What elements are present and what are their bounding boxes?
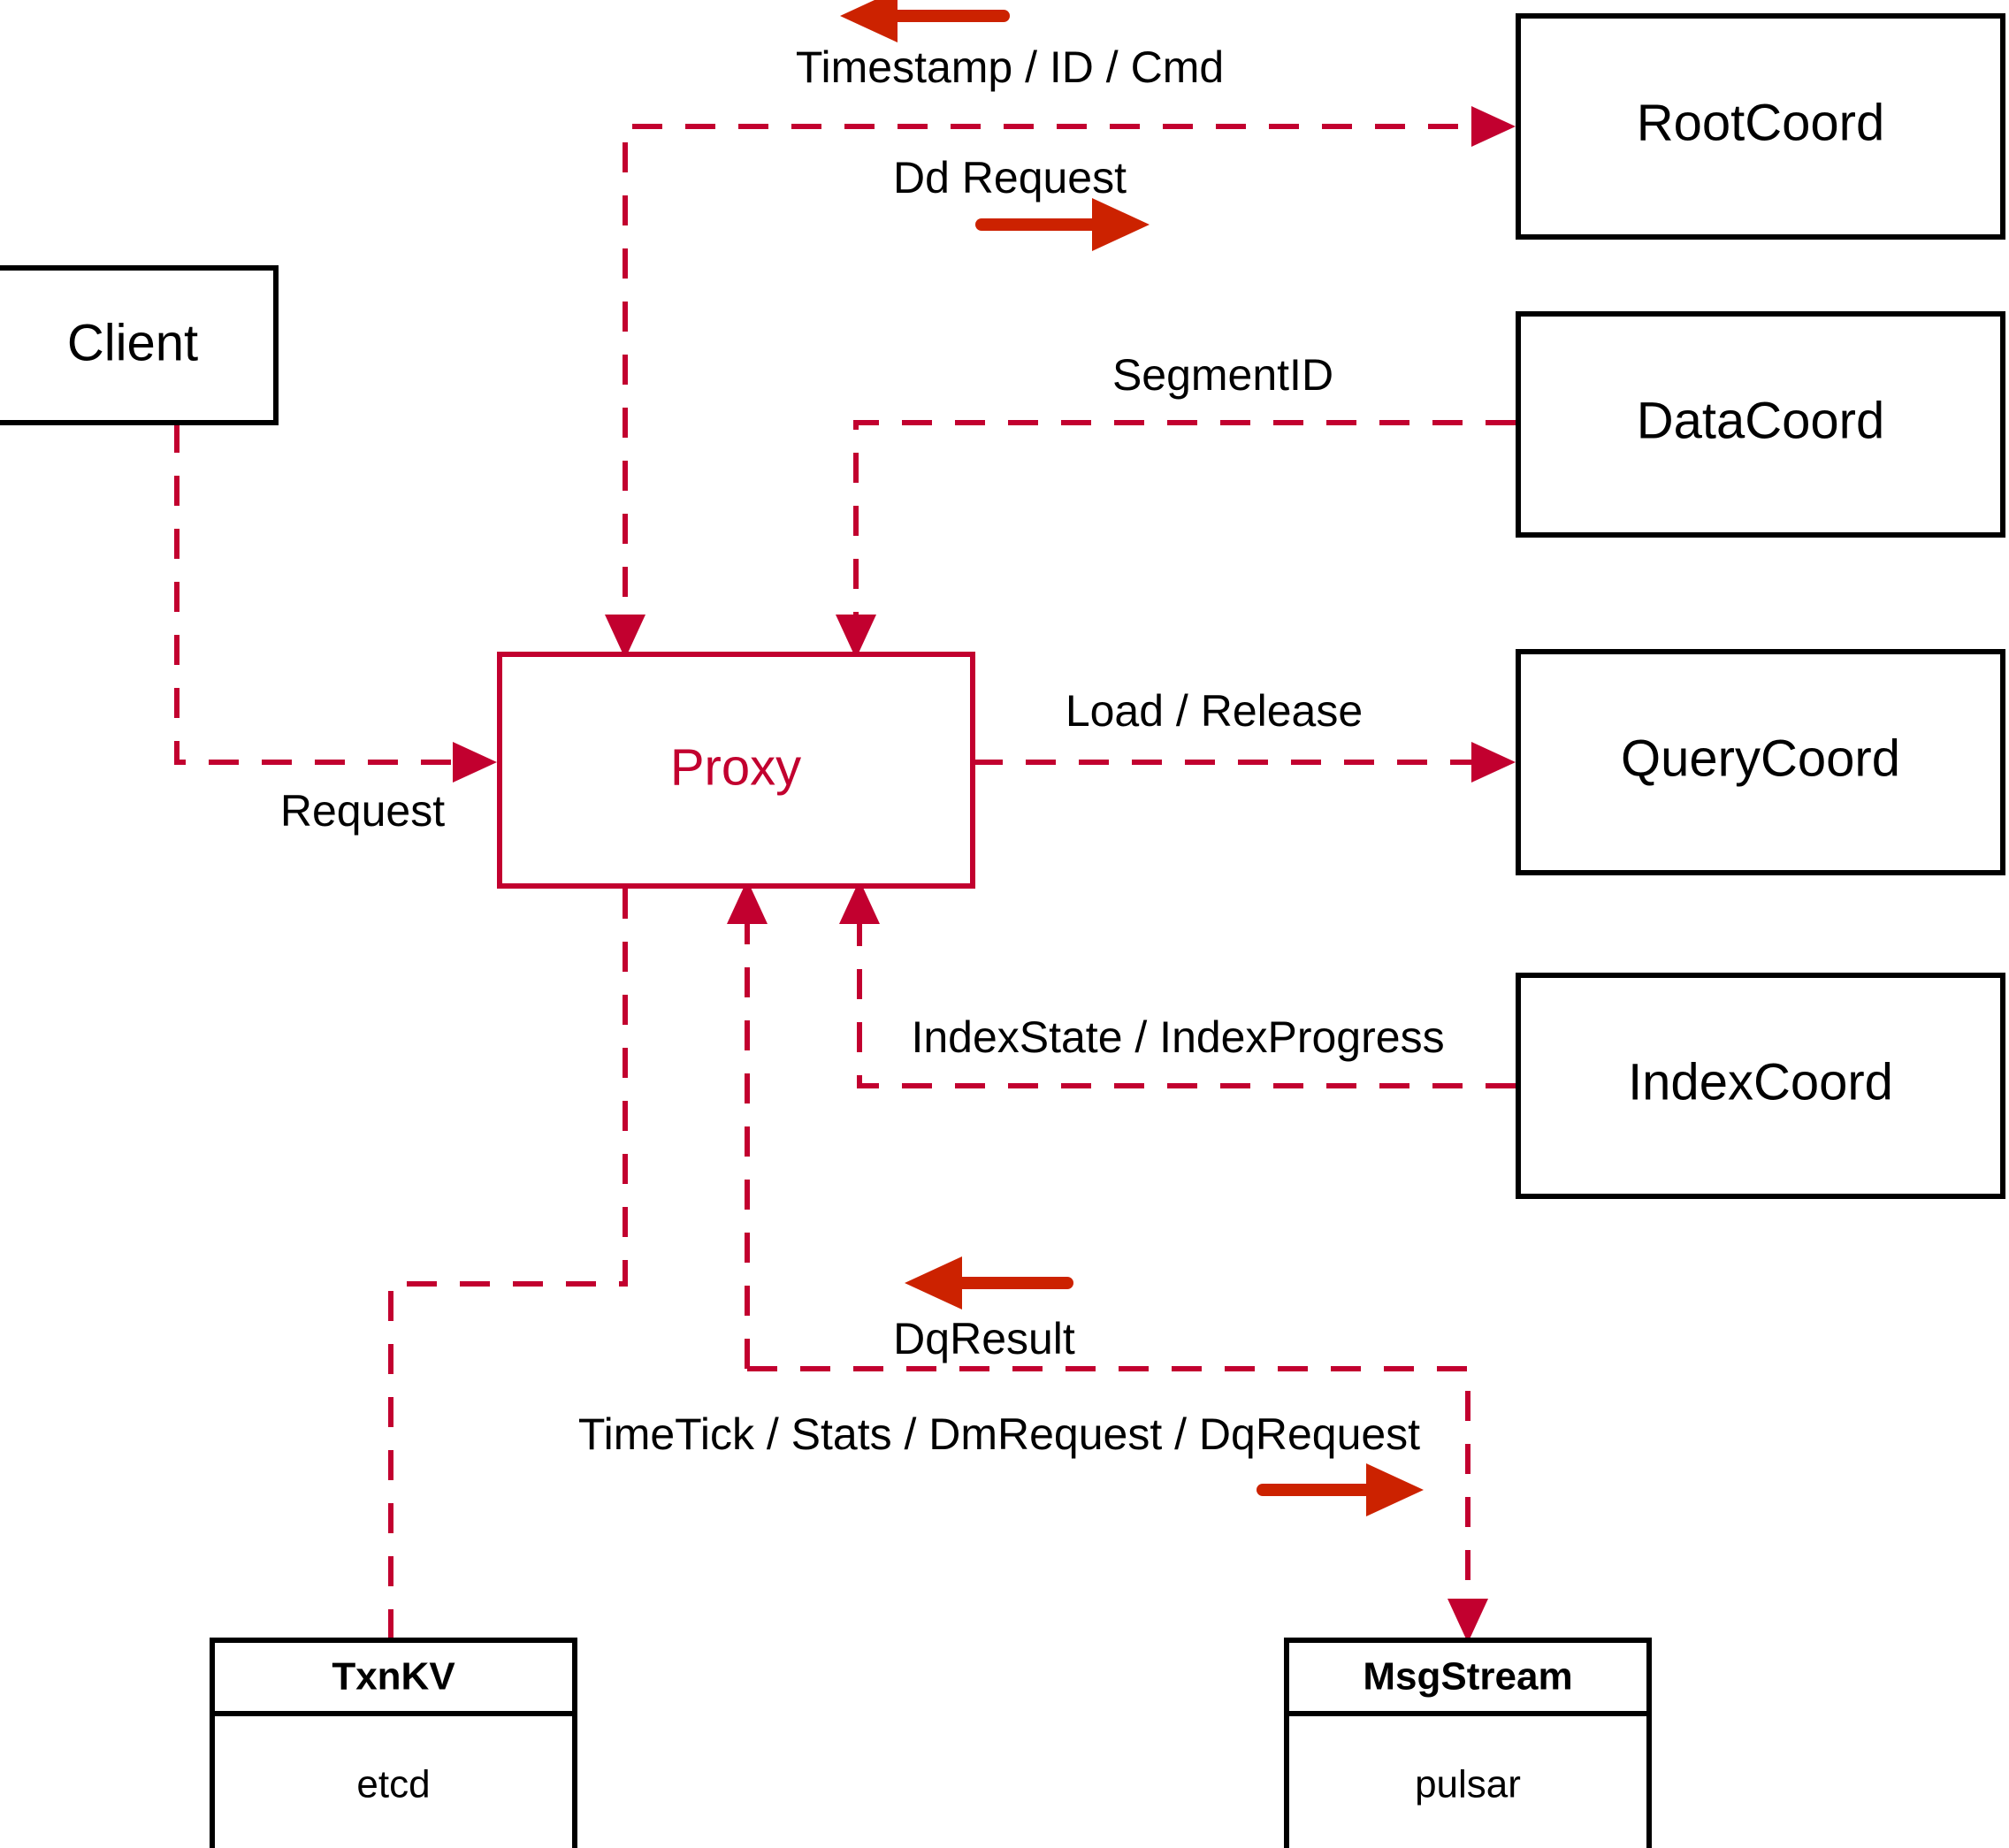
edge-label-index-state-text: IndexState / IndexProgress [911,1012,1444,1062]
node-txnkv-label: TxnKV [332,1655,455,1699]
edge-load-release [973,742,1516,783]
edge-label-timetick-stats: TimeTick / Stats / DmRequest / DqRequest [578,1409,1424,1516]
edge-label-timestamp-id-cmd: Timestamp / ID / Cmd [796,0,1224,92]
edge-label-segment-id-text: SegmentID [1112,350,1333,400]
edge-label-dd-request: Dd Request [893,153,1150,251]
edge-label-timestamp-text: Timestamp / ID / Cmd [796,42,1224,92]
edge-label-dq-result-text: DqResult [893,1314,1075,1363]
node-root-coord[interactable]: RootCoord [1516,13,2005,240]
edge-segment-id [836,420,1516,659]
edge-label-request: Request [280,786,445,836]
node-txnkv[interactable]: TxnKV etcd [210,1638,577,1848]
edge-label-segment-id: SegmentID [1112,350,1333,400]
edge-label-dd-request-text: Dd Request [893,153,1127,202]
node-client-label: Client [67,314,198,371]
node-txnkv-impl: etcd [356,1763,430,1806]
node-msgstream[interactable]: MsgStream pulsar [1284,1638,1652,1848]
node-query-coord[interactable]: QueryCoord [1516,649,2005,875]
edge-label-dq-result: DqResult [893,1256,1075,1363]
edge-dq-result [727,880,768,1369]
edge-index-state [839,880,1516,1088]
edge-timestamp-id-cmd-arrowhead [605,615,645,659]
edge-dd-request [623,106,1516,650]
node-msgstream-impl: pulsar [1415,1763,1521,1806]
node-query-coord-label: QueryCoord [1621,729,1900,787]
edge-proxy-txnkv [388,889,628,1638]
node-index-coord[interactable]: IndexCoord [1516,973,2005,1199]
edge-label-load-release: Load / Release [1066,686,1363,736]
node-index-coord-label: IndexCoord [1628,1053,1893,1111]
node-client[interactable]: Client [0,265,279,425]
node-msgstream-label: MsgStream [1363,1655,1572,1699]
node-data-coord[interactable]: DataCoord [1516,311,2005,538]
edge-label-index-state: IndexState / IndexProgress [911,1012,1444,1062]
node-data-coord-label: DataCoord [1637,392,1884,449]
edge-timetick-stats [747,1366,1488,1643]
node-root-coord-label: RootCoord [1637,94,1884,151]
node-proxy[interactable]: Proxy [497,652,975,889]
edge-label-request-text: Request [280,786,445,836]
edge-label-timetick-stats-text: TimeTick / Stats / DmRequest / DqRequest [578,1409,1420,1459]
node-proxy-label: Proxy [670,738,801,796]
edge-label-load-release-text: Load / Release [1066,686,1363,736]
edge-request [174,423,497,783]
